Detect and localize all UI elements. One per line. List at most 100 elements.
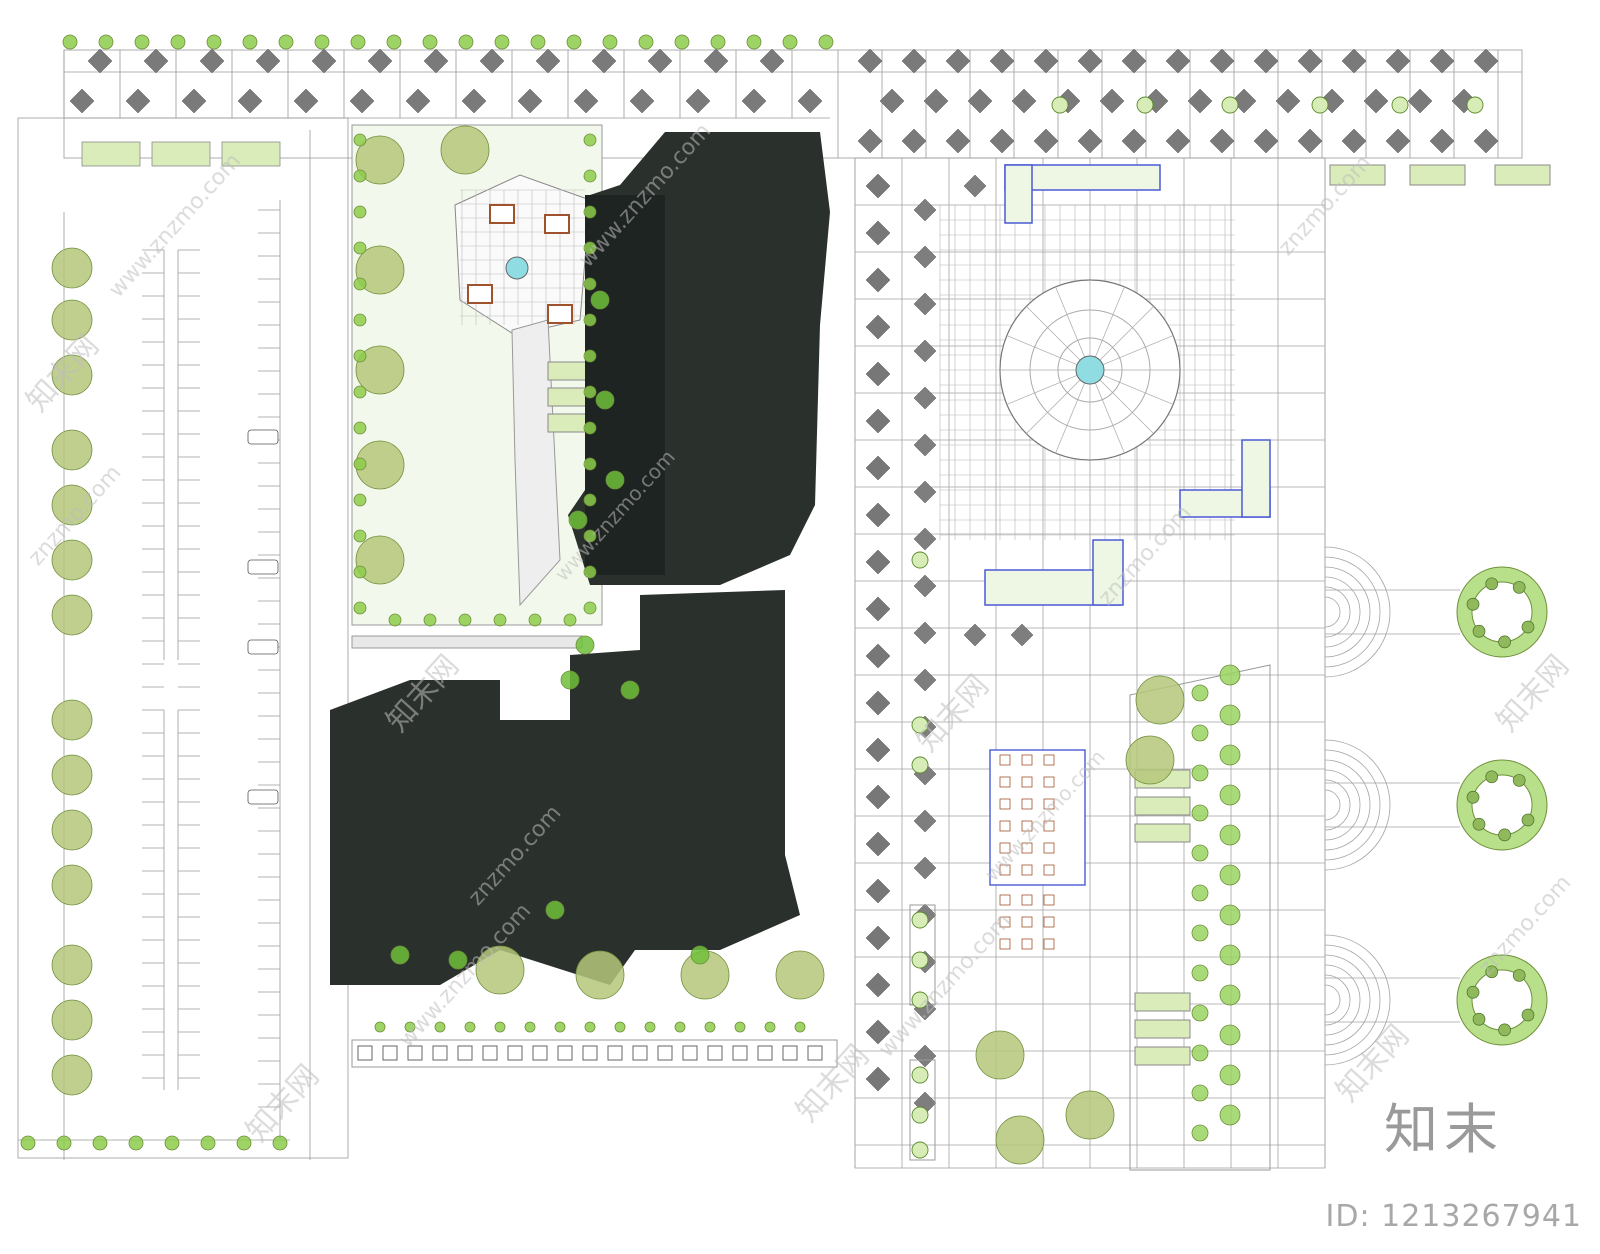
plaza-spoke (1055, 382, 1085, 454)
paving-diamond (199, 48, 225, 74)
roundabout-palm (1472, 1012, 1486, 1026)
accent-tree (1191, 1044, 1209, 1062)
paving-diamond (913, 1044, 937, 1068)
roundabout-palm (1485, 770, 1499, 784)
square-planter (482, 1045, 498, 1061)
paving-diamond (865, 690, 891, 716)
dining-table (999, 798, 1011, 810)
hedge-tree (353, 349, 367, 363)
paving-diamond (989, 128, 1015, 154)
paving-diamond (1297, 128, 1323, 154)
accent-tree (1219, 784, 1241, 806)
dining-table (1043, 798, 1055, 810)
dining-table (1021, 798, 1033, 810)
paving-diamond (913, 574, 937, 598)
hedge-tree (563, 613, 577, 627)
hedge-tree (353, 457, 367, 471)
garden-fountain (505, 256, 529, 280)
paving-diamonds (69, 48, 1499, 1115)
top-paving-strip (63, 49, 1523, 159)
paving-diamond (913, 480, 937, 504)
palm-tree (1136, 96, 1154, 114)
arc-step (1324, 596, 1341, 628)
dining-table (1043, 820, 1055, 832)
shrub-cluster (355, 135, 405, 185)
brand-watermark: 知末 (1384, 1098, 1504, 1161)
street-tree (236, 1135, 252, 1151)
accent-tree (1191, 924, 1209, 942)
parterre (547, 413, 589, 433)
paving-diamond (865, 267, 891, 293)
paving-diamond (1187, 88, 1213, 114)
hedge-tree (644, 1021, 656, 1033)
square-planter (557, 1045, 573, 1061)
paving-diamond (865, 972, 891, 998)
paving-diamond (181, 88, 207, 114)
garden-bench (547, 304, 573, 324)
hedge-tree (494, 1021, 506, 1033)
garden-bench (489, 204, 515, 224)
accent-tree (1191, 1084, 1209, 1102)
arc-step (1324, 984, 1341, 1016)
dining-table (1021, 842, 1033, 854)
paving-diamond (865, 314, 891, 340)
hedge-tree (583, 169, 597, 183)
shrub-cluster (440, 125, 490, 175)
paving-diamond (989, 48, 1015, 74)
paving-diamond (879, 88, 905, 114)
hedge-tree (583, 241, 597, 255)
row-tree (51, 944, 93, 986)
planter-box (81, 141, 141, 167)
street-tree (170, 34, 186, 50)
paving-diamond (923, 88, 949, 114)
planter-wall (1092, 539, 1124, 606)
paving-diamond (87, 48, 113, 74)
street-tree (134, 34, 150, 50)
row-tree (51, 539, 93, 581)
shrub-cluster (975, 1030, 1025, 1080)
plaza-spoke (1095, 286, 1125, 358)
hedge-tree (374, 1021, 386, 1033)
paving-diamond (865, 361, 891, 387)
hedge-tree (353, 205, 367, 219)
paving-diamond (865, 455, 891, 481)
parking-lot (17, 117, 349, 1160)
palm-tree (911, 951, 929, 969)
paving-diamond (685, 88, 711, 114)
paving-diamond (703, 48, 729, 74)
hedge-tree (353, 601, 367, 615)
paving-diamond (1385, 48, 1411, 74)
arc-step (1324, 779, 1351, 831)
paving-diamond (1253, 48, 1279, 74)
dining-table (999, 938, 1011, 950)
garden-path (351, 635, 583, 649)
accent-tree (1219, 664, 1241, 686)
dining-table (1021, 916, 1033, 928)
square-planter (682, 1045, 698, 1061)
paving-diamond (945, 48, 971, 74)
paving-diamond (913, 198, 937, 222)
square-planter (632, 1045, 648, 1061)
parked-car (247, 429, 279, 445)
building-south (330, 590, 800, 985)
row-tree (51, 429, 93, 471)
dining-pavilion (989, 749, 1086, 886)
street-tree (566, 34, 582, 50)
square-planter (607, 1045, 623, 1061)
planter-box (151, 141, 211, 167)
street-tree (206, 34, 222, 50)
paving-diamond (1165, 48, 1191, 74)
hedge-tree (404, 1021, 416, 1033)
hedge-tree (734, 1021, 746, 1033)
dining-table (999, 776, 1011, 788)
palm-tree (911, 1106, 929, 1124)
paving-diamond (1385, 128, 1411, 154)
arc-step (1324, 566, 1371, 658)
plaza-spoke (1099, 379, 1154, 434)
paving-diamond (865, 408, 891, 434)
street-tree (128, 1135, 144, 1151)
row-tree (51, 754, 93, 796)
garden-parterre (1134, 1046, 1191, 1066)
plaza-spoke (1026, 306, 1081, 361)
